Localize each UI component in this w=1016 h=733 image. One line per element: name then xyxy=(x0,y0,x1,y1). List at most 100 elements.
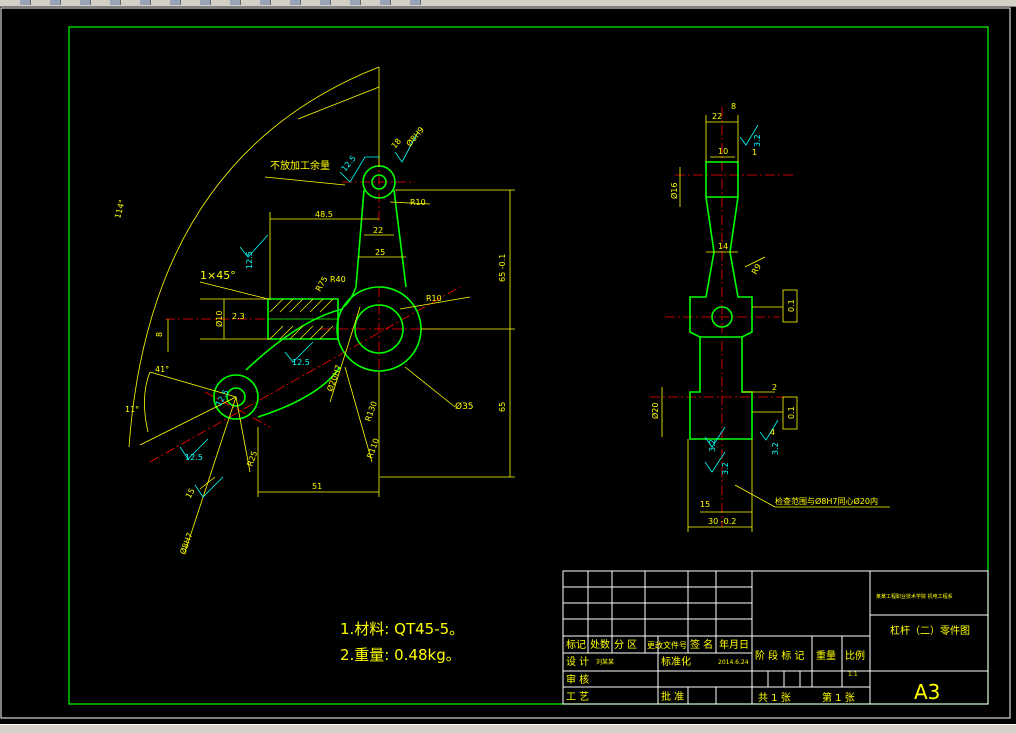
left-boss xyxy=(213,374,259,420)
dim-text: Ø35 xyxy=(455,401,474,412)
dim-text: 114° xyxy=(113,199,127,220)
new-icon[interactable] xyxy=(20,0,31,5)
dim-text: R10 xyxy=(426,294,442,303)
dim-text: 22 xyxy=(712,112,722,121)
cad-toolbar xyxy=(0,0,1016,7)
dim-text: 18 xyxy=(390,137,403,151)
dim-text: R75 xyxy=(314,275,330,293)
roughness-symbol xyxy=(194,476,224,498)
dim-text: 15 xyxy=(700,500,710,509)
open-icon[interactable] xyxy=(50,0,61,5)
tb-label: 年月日 xyxy=(719,638,749,651)
tb-label: 重量 xyxy=(816,649,836,662)
dim-text: 22 xyxy=(373,226,383,235)
copy-icon[interactable] xyxy=(170,0,181,5)
tol-text: 0.1 xyxy=(787,406,796,419)
roughness-symbol xyxy=(339,156,380,183)
dim-114-ext xyxy=(297,86,380,120)
main-hole xyxy=(354,304,404,354)
roughness-text: 3.2 xyxy=(771,442,780,455)
dim-text: 1 xyxy=(752,148,757,157)
dim-text: 10 xyxy=(718,147,728,156)
note-line-1: 1.材料: QT45-5。 xyxy=(340,620,464,638)
arm-left-edge xyxy=(342,189,365,308)
leader-R9 xyxy=(744,256,766,268)
tb-label: 批 准 xyxy=(661,690,684,703)
leader-R25 xyxy=(235,396,251,473)
dim-text: 4 xyxy=(770,428,775,437)
lower-arm-top xyxy=(245,308,344,371)
dim-text: Ø20 xyxy=(650,403,660,419)
tb-label: 标准化 xyxy=(661,655,691,668)
cut-icon[interactable] xyxy=(140,0,151,5)
leader-dia8 xyxy=(184,396,237,553)
roughness-text: 12.5 xyxy=(245,251,254,269)
note-text: 检查范围与Ø8H7同心Ø20内 xyxy=(775,496,878,506)
hatch-line xyxy=(319,325,334,340)
tolerance-frame xyxy=(782,396,798,430)
roughness-text: 12.5 xyxy=(292,358,310,367)
roughness-symbol xyxy=(759,419,779,441)
tb-value: 刘某某 xyxy=(596,658,614,666)
roughness-symbol xyxy=(704,426,726,448)
drawing-frame xyxy=(68,26,989,705)
hatch-line xyxy=(299,298,314,313)
dim-text: Ø10 xyxy=(214,311,224,327)
title-block: 标记 处数 分 区 更改文件号 签 名 年月日 设 计 刘某某 标准化 2014… xyxy=(562,570,989,705)
dim-text: 41° xyxy=(155,365,169,374)
roughness-text: 3.2 xyxy=(708,439,717,452)
dim-text: R130 xyxy=(363,400,379,423)
paste-icon[interactable] xyxy=(200,0,211,5)
help-icon[interactable] xyxy=(410,0,421,5)
tol-text: 0.1 xyxy=(787,299,796,312)
hatch-line xyxy=(269,325,284,340)
print-icon[interactable] xyxy=(110,0,121,5)
dim-text: R9 xyxy=(750,262,763,276)
roughness-symbol xyxy=(179,438,209,460)
hatch-line xyxy=(299,325,314,340)
dim-text: 25 xyxy=(375,248,385,257)
dim-text: 8 xyxy=(731,102,736,111)
note-leader xyxy=(264,176,346,186)
side-view: 22 8 3.2 10 1 Ø16 14 R9 0.1 Ø20 2 0.1 3.… xyxy=(650,102,890,532)
arm-right-edge xyxy=(393,189,407,288)
leader-dia20 xyxy=(329,306,361,403)
dim-text: 65 xyxy=(498,402,507,412)
tb-label: 审 核 xyxy=(566,673,589,686)
pan-icon[interactable] xyxy=(320,0,331,5)
hatch-line xyxy=(319,298,334,313)
side-outline xyxy=(689,161,753,440)
leader-R10 xyxy=(389,201,431,205)
redo-icon[interactable] xyxy=(260,0,271,5)
drawing-svg: 114° 48.5 22 25 R10 R10 R40 R75 Ø8H9 18 … xyxy=(0,7,1011,719)
dim-text: 8 xyxy=(155,332,164,337)
front-view: 114° 48.5 22 25 R10 R10 R40 R75 Ø8H9 18 … xyxy=(113,66,515,556)
layer-icon[interactable] xyxy=(350,0,361,5)
centerline xyxy=(204,391,271,428)
dim-text: 14 xyxy=(718,242,728,251)
tb-drawing-name: 杠杆（二）零件图 xyxy=(890,624,970,637)
tolerance-frame xyxy=(782,289,798,323)
roughness-symbol xyxy=(704,451,726,473)
note-line-2: 2.重量: 0.48kg。 xyxy=(340,646,461,664)
hatch-line xyxy=(269,298,284,313)
tb-label: 处数 xyxy=(590,638,610,651)
zoom-icon[interactable] xyxy=(290,0,301,5)
centerline xyxy=(149,286,461,463)
dim-arc-41 xyxy=(144,371,151,433)
tb-value: 1:1 xyxy=(848,671,858,678)
tb-format: A3 xyxy=(914,680,940,704)
undo-icon[interactable] xyxy=(230,0,241,5)
tb-label: 共 1 张 xyxy=(758,692,791,704)
dim-text: R10 xyxy=(410,198,426,207)
dim-text: 2 xyxy=(772,383,777,392)
dim-text: 11° xyxy=(125,405,139,414)
drawing-canvas[interactable]: 114° 48.5 22 25 R10 R10 R40 R75 Ø8H9 18 … xyxy=(0,7,1016,724)
dim-text: Ø8H7 xyxy=(177,531,194,556)
roughness-symbol xyxy=(394,131,419,163)
dim-text: R25 xyxy=(245,450,259,468)
properties-icon[interactable] xyxy=(380,0,391,5)
chamfer-leader xyxy=(199,281,269,300)
roughness-symbol xyxy=(239,234,269,258)
save-icon[interactable] xyxy=(80,0,91,5)
